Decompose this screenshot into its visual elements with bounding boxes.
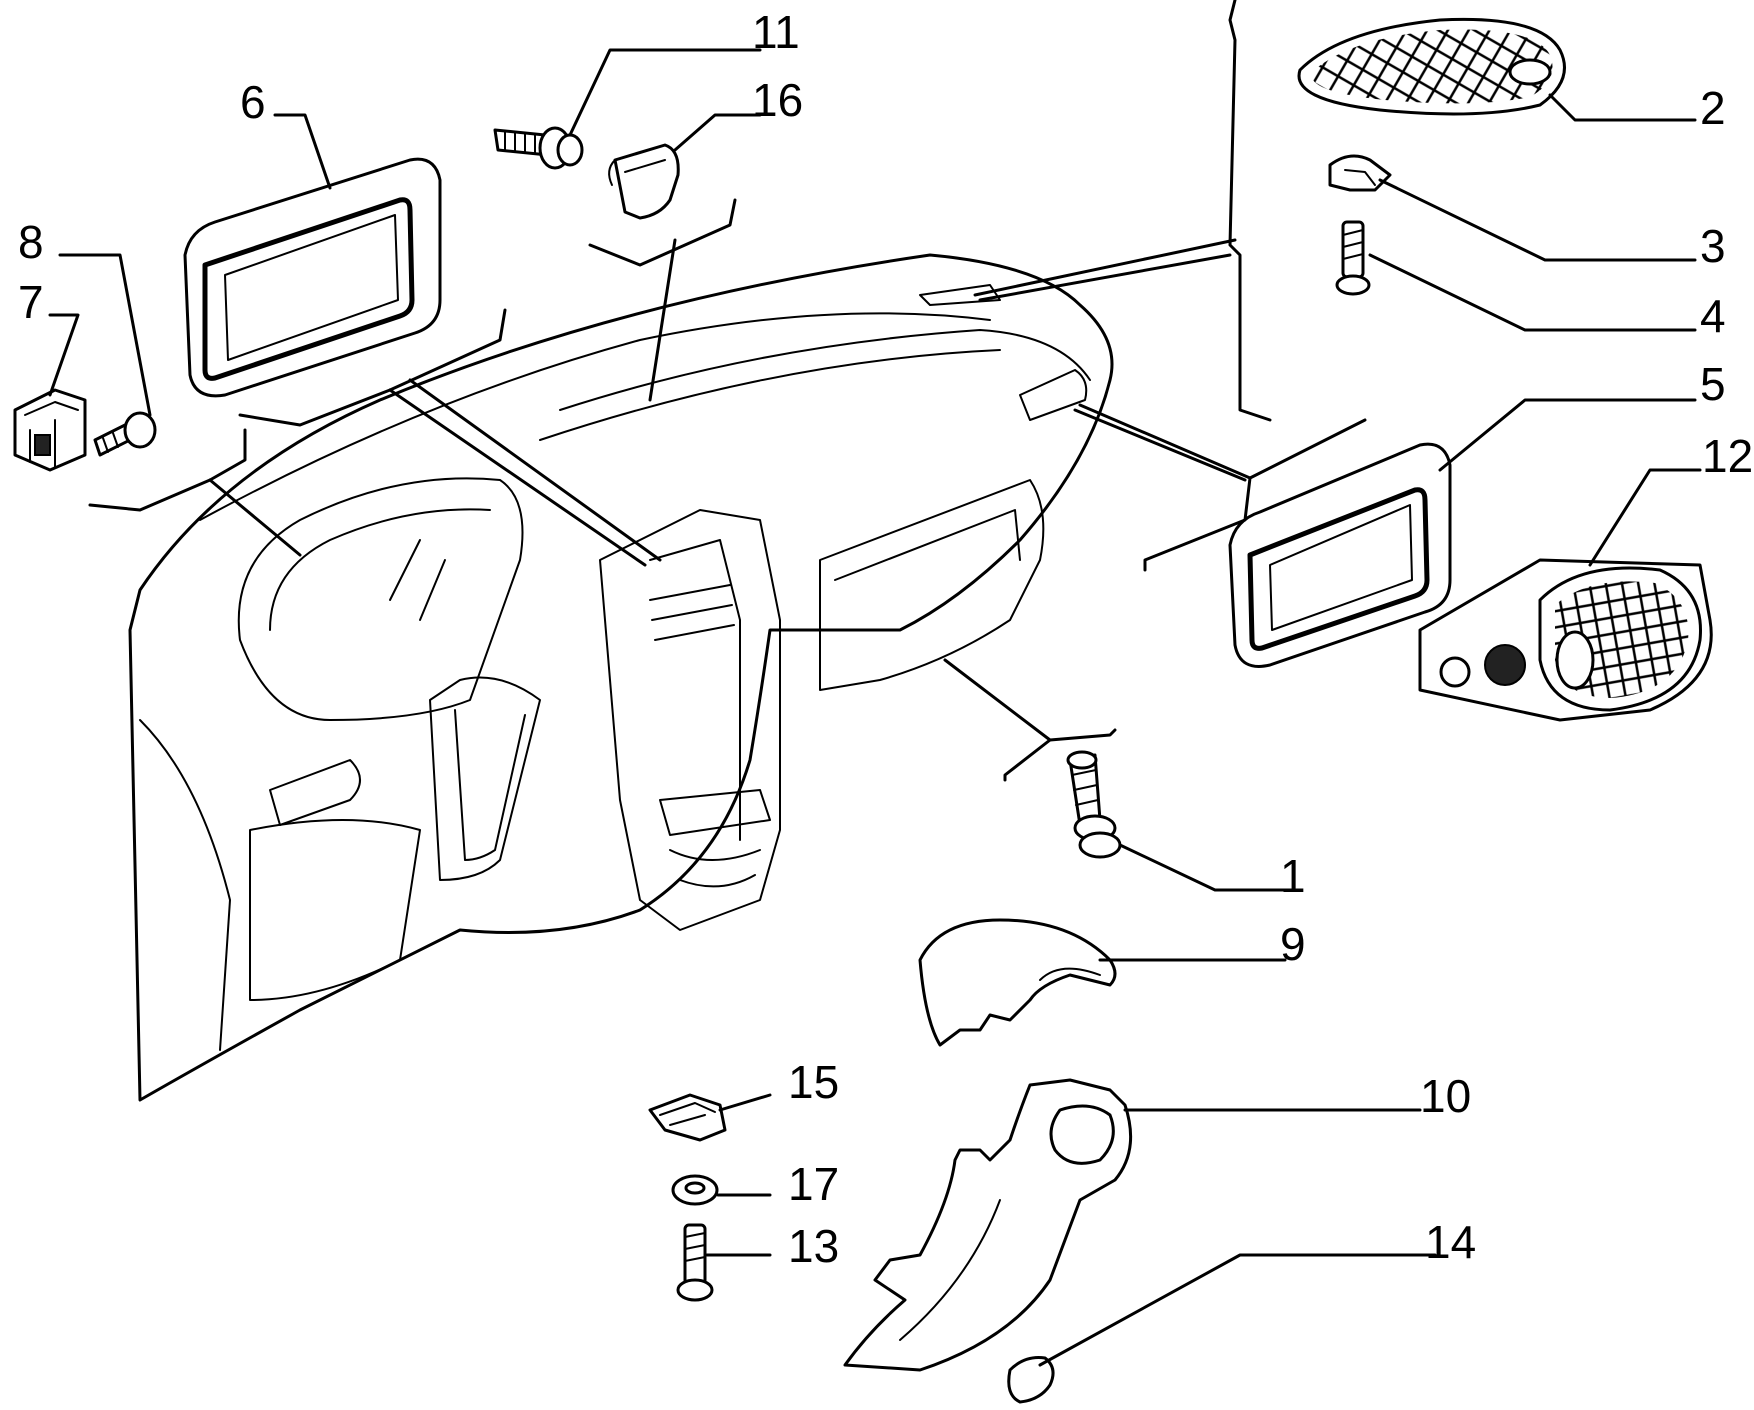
callout-16: 16: [752, 74, 803, 126]
callout-7: 7: [18, 276, 44, 328]
callout-2: 2: [1700, 82, 1726, 134]
part-9-upper-column-cover: [918, 918, 1117, 1047]
callout-4: 4: [1700, 290, 1726, 342]
callout-17: 17: [788, 1158, 839, 1210]
callout-9: 9: [1280, 918, 1306, 970]
callout-15: 15: [788, 1056, 839, 1108]
callout-3: 3: [1700, 220, 1726, 272]
callout-5: 5: [1700, 358, 1726, 410]
part-5-vent-frame: [1228, 442, 1452, 668]
callout-13: 13: [788, 1220, 839, 1272]
callout-6: 6: [240, 76, 266, 128]
part-7-clip: [13, 388, 87, 472]
callout-10: 10: [1420, 1070, 1471, 1122]
part-8-screw: [93, 411, 157, 457]
part-3-clip: [1328, 154, 1392, 192]
callout-labels: 11 16 6 8 7 2 3 4 5 12 1 9 10 14 15 17 1…: [18, 6, 1753, 1272]
part-13-screw: [676, 1223, 714, 1302]
part-16-clip: [608, 143, 680, 220]
part-4-screw: [1335, 220, 1371, 296]
part-15-clip: [648, 1093, 727, 1142]
part-17-washer: [671, 1174, 719, 1206]
callout-11: 11: [752, 6, 800, 58]
part-12-air-vent: [1418, 558, 1713, 722]
part-1-bolt: [1066, 750, 1122, 859]
part-14-clip: [1007, 1356, 1055, 1404]
callout-14: 14: [1425, 1216, 1476, 1268]
part-10-lower-column-cover: [843, 1078, 1133, 1372]
leader-lines: [48, 0, 1702, 1367]
callout-1: 1: [1280, 850, 1306, 902]
callout-8: 8: [18, 216, 44, 268]
dashboard-panel: [128, 253, 1114, 1102]
part-6-vent-frame: [183, 157, 442, 398]
part-2-speaker-grille: [1297, 17, 1566, 116]
part-11-bolt: [493, 126, 584, 170]
callout-12: 12: [1702, 430, 1753, 482]
